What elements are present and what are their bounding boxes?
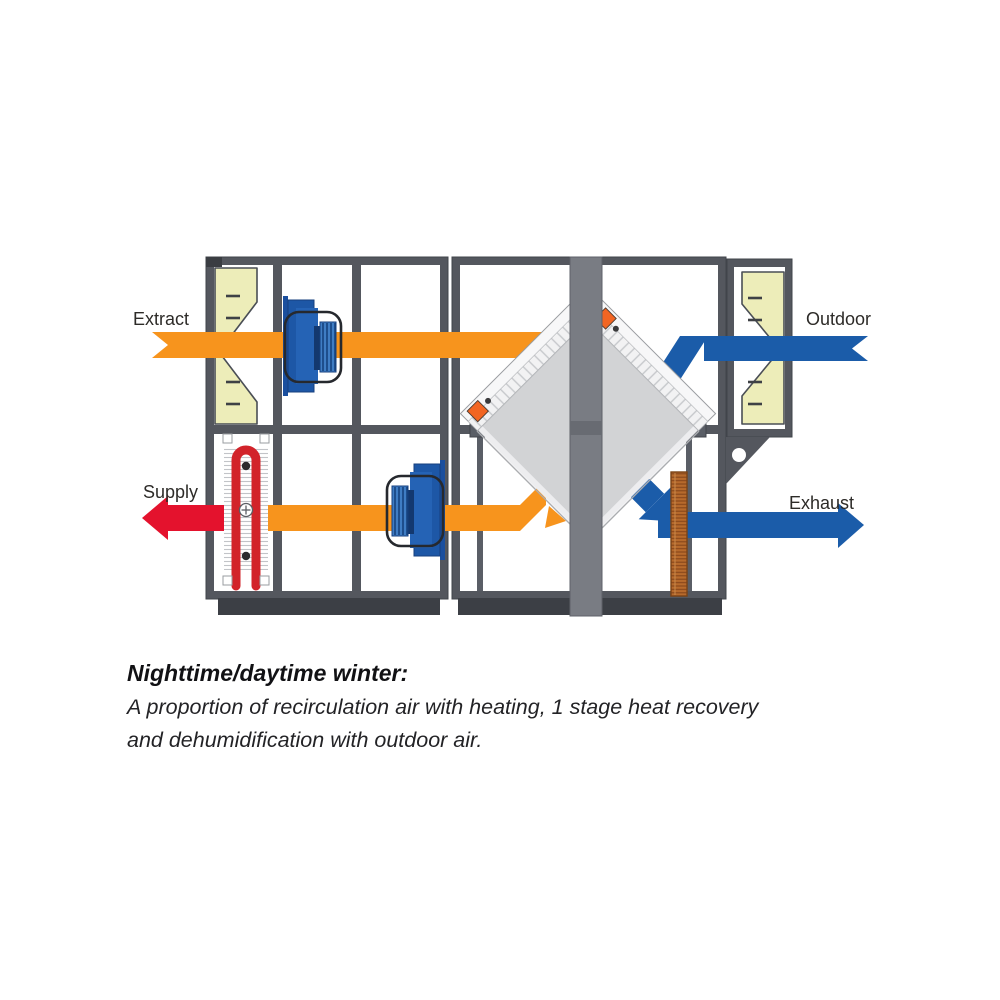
caption-title: Nighttime/daytime winter: (127, 660, 409, 686)
center-column (569, 256, 603, 617)
outdoor-filter (741, 271, 785, 425)
wall-bracket (726, 437, 770, 484)
caption-line-2: and dehumidification with outdoor air. (127, 728, 483, 752)
plate-heat-exchanger (459, 299, 717, 543)
valve-icon (238, 502, 254, 518)
extract-airflow-arrow (152, 332, 543, 358)
supply-fan (385, 460, 445, 560)
outdoor-label: Outdoor (806, 309, 871, 329)
heating-coil (222, 433, 270, 591)
extract-fan (283, 296, 343, 396)
humidifier-pad (670, 471, 688, 597)
supply-label: Supply (143, 482, 198, 502)
exhaust-label: Exhaust (789, 493, 854, 513)
extract-label: Extract (133, 309, 189, 329)
unit-base (218, 598, 722, 615)
caption-line-1: A proportion of recirculation air with h… (127, 695, 759, 719)
supply-airflow-arrow (142, 479, 566, 540)
caption-block: Nighttime/daytime winter: A proportion o… (127, 660, 758, 757)
exchanger-panel-left (459, 299, 592, 432)
extract-filter (214, 267, 258, 425)
damper-actuator-left (466, 399, 490, 423)
